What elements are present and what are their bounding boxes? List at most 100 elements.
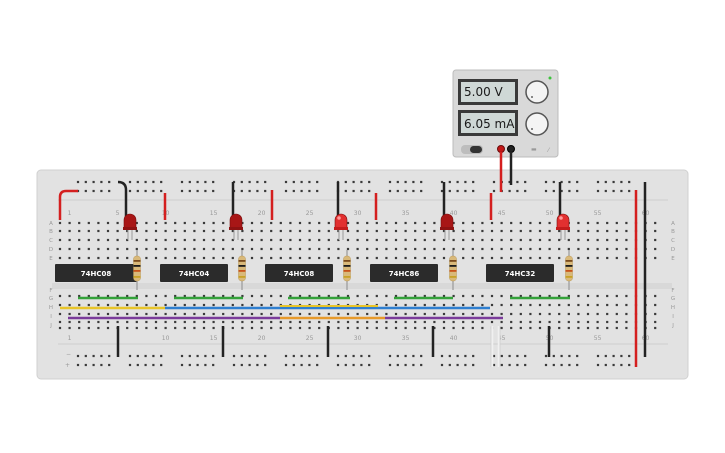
breadboard-hole[interactable] bbox=[567, 312, 570, 316]
breadboard-hole[interactable] bbox=[154, 303, 158, 307]
breadboard-hole[interactable] bbox=[615, 247, 618, 251]
rail-hole[interactable] bbox=[308, 180, 311, 184]
breadboard-hole[interactable] bbox=[58, 326, 62, 330]
breadboard-hole[interactable] bbox=[308, 229, 311, 233]
breadboard-hole[interactable] bbox=[241, 229, 244, 233]
rail-hole[interactable] bbox=[620, 354, 623, 358]
breadboard-hole[interactable] bbox=[106, 229, 110, 233]
breadboard-hole[interactable] bbox=[548, 294, 551, 298]
breadboard-hole[interactable] bbox=[318, 320, 321, 324]
breadboard-hole[interactable] bbox=[270, 238, 273, 242]
rail-hole[interactable] bbox=[524, 180, 527, 184]
rail-hole[interactable] bbox=[152, 354, 155, 358]
rail-hole[interactable] bbox=[388, 180, 392, 184]
breadboard-hole[interactable] bbox=[346, 294, 350, 298]
breadboard-hole[interactable] bbox=[558, 229, 561, 233]
breadboard-hole[interactable] bbox=[126, 238, 129, 242]
breadboard-hole[interactable] bbox=[106, 294, 110, 298]
breadboard-hole[interactable] bbox=[538, 303, 542, 307]
breadboard-hole[interactable] bbox=[241, 294, 244, 298]
rail-hole[interactable] bbox=[84, 180, 87, 184]
rail-hole[interactable] bbox=[308, 363, 311, 367]
breadboard-hole[interactable] bbox=[212, 320, 215, 324]
breadboard-hole[interactable] bbox=[586, 221, 590, 225]
rail-hole[interactable] bbox=[448, 189, 451, 193]
breadboard-hole[interactable] bbox=[106, 303, 110, 307]
breadboard-hole[interactable] bbox=[145, 221, 148, 225]
breadboard-hole[interactable] bbox=[145, 229, 148, 233]
breadboard-hole[interactable] bbox=[202, 238, 206, 242]
breadboard-hole[interactable] bbox=[394, 229, 398, 233]
breadboard-hole[interactable] bbox=[116, 256, 119, 260]
breadboard-hole[interactable] bbox=[414, 247, 417, 251]
breadboard-hole[interactable] bbox=[500, 256, 503, 260]
rail-hole[interactable] bbox=[568, 180, 571, 184]
rail-hole[interactable] bbox=[264, 180, 267, 184]
breadboard-hole[interactable] bbox=[414, 303, 417, 307]
rail-hole[interactable] bbox=[524, 189, 527, 193]
breadboard-hole[interactable] bbox=[260, 229, 263, 233]
breadboard-hole[interactable] bbox=[452, 303, 455, 307]
breadboard-hole[interactable] bbox=[385, 303, 388, 307]
breadboard-hole[interactable] bbox=[250, 303, 254, 307]
breadboard-hole[interactable] bbox=[327, 221, 330, 225]
breadboard-hole[interactable] bbox=[97, 221, 100, 225]
rail-hole[interactable] bbox=[440, 363, 444, 367]
breadboard-hole[interactable] bbox=[68, 303, 71, 307]
breadboard-hole[interactable] bbox=[135, 320, 138, 324]
breadboard-hole[interactable] bbox=[404, 247, 407, 251]
breadboard-hole[interactable] bbox=[452, 229, 455, 233]
rail-hole[interactable] bbox=[212, 354, 215, 358]
rail-hole[interactable] bbox=[492, 189, 496, 193]
rail-hole[interactable] bbox=[204, 189, 207, 193]
breadboard-hole[interactable] bbox=[567, 247, 570, 251]
breadboard-hole[interactable] bbox=[538, 312, 542, 316]
rail-hole[interactable] bbox=[492, 363, 496, 367]
breadboard-hole[interactable] bbox=[625, 247, 628, 251]
rail-hole[interactable] bbox=[568, 354, 571, 358]
breadboard-hole[interactable] bbox=[126, 256, 129, 260]
breadboard-hole[interactable] bbox=[433, 303, 436, 307]
breadboard-hole[interactable] bbox=[577, 256, 580, 260]
breadboard-hole[interactable] bbox=[58, 238, 62, 242]
rail-hole[interactable] bbox=[576, 363, 579, 367]
breadboard-hole[interactable] bbox=[250, 294, 254, 298]
breadboard-hole[interactable] bbox=[654, 221, 657, 225]
breadboard-hole[interactable] bbox=[116, 312, 119, 316]
rail-hole[interactable] bbox=[568, 189, 571, 193]
breadboard-hole[interactable] bbox=[462, 312, 465, 316]
breadboard-hole[interactable] bbox=[87, 238, 90, 242]
breadboard-hole[interactable] bbox=[337, 256, 340, 260]
breadboard-hole[interactable] bbox=[519, 221, 522, 225]
rail-hole[interactable] bbox=[412, 180, 415, 184]
breadboard-hole[interactable] bbox=[596, 326, 599, 330]
breadboard-hole[interactable] bbox=[490, 221, 494, 225]
breadboard-hole[interactable] bbox=[462, 326, 465, 330]
rail-hole[interactable] bbox=[352, 354, 355, 358]
breadboard-hole[interactable] bbox=[222, 312, 225, 316]
breadboard-hole[interactable] bbox=[106, 247, 110, 251]
breadboard-hole[interactable] bbox=[145, 312, 148, 316]
breadboard-hole[interactable] bbox=[433, 256, 436, 260]
rail-hole[interactable] bbox=[344, 189, 347, 193]
breadboard-hole[interactable] bbox=[548, 221, 551, 225]
breadboard-hole[interactable] bbox=[78, 229, 81, 233]
breadboard-hole[interactable] bbox=[394, 221, 398, 225]
breadboard-hole[interactable] bbox=[327, 312, 330, 316]
rail-hole[interactable] bbox=[76, 354, 80, 358]
breadboard-hole[interactable] bbox=[654, 238, 657, 242]
breadboard-hole[interactable] bbox=[145, 294, 148, 298]
breadboard-hole[interactable] bbox=[548, 238, 551, 242]
breadboard-hole[interactable] bbox=[404, 229, 407, 233]
breadboard-hole[interactable] bbox=[548, 312, 551, 316]
rail-hole[interactable] bbox=[316, 180, 319, 184]
breadboard-hole[interactable] bbox=[68, 221, 71, 225]
rail-hole[interactable] bbox=[508, 180, 511, 184]
breadboard-hole[interactable] bbox=[606, 303, 609, 307]
breadboard-hole[interactable] bbox=[385, 312, 388, 316]
breadboard-hole[interactable] bbox=[164, 247, 167, 251]
breadboard-hole[interactable] bbox=[231, 326, 234, 330]
breadboard-hole[interactable] bbox=[625, 229, 628, 233]
breadboard-hole[interactable] bbox=[654, 247, 657, 251]
rail-hole[interactable] bbox=[92, 180, 95, 184]
